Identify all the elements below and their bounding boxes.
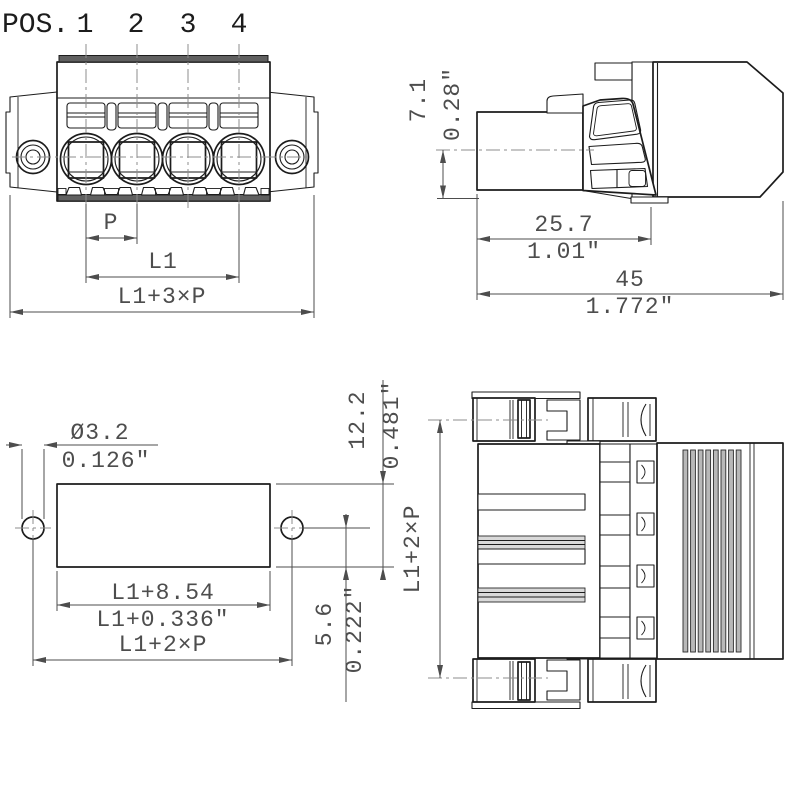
dim-height-mm-label: 7.1 [406,78,432,122]
pos-label: POS. [2,10,69,41]
top-strip-steps [600,461,630,639]
front-top-bar [58,55,269,63]
top-upper-flange [472,397,657,451]
dim-front-depth-mm-label: 25.7 [534,212,593,238]
dim-height-in-label: 0.28" [440,67,466,141]
pos-4-label: 4 [231,10,248,41]
front-left-flange [5,91,58,193]
dim-overall-depth-in-label: 1.772" [586,294,675,320]
footprint-cutout [56,483,271,568]
front-dimensions: P L1 L1+3×P [9,195,315,318]
dim-hole-dia-mm-label: Ø3.2 [70,420,129,446]
dim-center-to-edge-in-label: 0.222" [342,585,368,674]
top-rib-field [682,443,755,659]
dim-overall-width-label: L1+3×P [118,284,207,310]
top-lower-flange [472,649,657,703]
dim-hole-spacing-label: L1+2×P [119,632,208,658]
dim-cutout-width-mm-label: L1+8.54 [111,580,215,606]
front-right-flange [266,91,319,193]
side-dimensions: 7.1 0.28" 25.7 1.01" 45 1.772" [406,67,784,320]
front-centerlines [12,44,310,212]
footprint-dimensions: Ø3.2 0.126" L1+8.54 L1+0.336" L1+2×P 5.6… [6,380,405,702]
top-rear-block [656,442,784,660]
dim-front-depth-in-label: 1.01" [527,239,601,265]
top-body [477,442,784,660]
top-contact-squares [636,460,655,640]
side-rear-housing [652,61,784,198]
top-view: L1+2×P [400,391,784,710]
dim-hole-dia-in-label: 0.126" [62,448,151,474]
dim-center-to-edge-mm-label: 5.6 [312,602,338,646]
pos-3-label: 3 [180,10,197,41]
dim-overall-depth-mm-label: 45 [615,267,645,293]
side-foot [630,196,669,204]
side-view: 7.1 0.28" 25.7 1.01" 45 1.772" [406,61,784,320]
side-latch-tab [546,93,584,114]
dim-pitch-label: P [104,210,119,236]
front-view: POS. 1 2 3 4 P L1 L1+3×P [2,10,319,318]
dim-l1-label: L1 [148,249,178,275]
dim-cutout-height-mm-label: 12.2 [345,390,371,449]
side-bottom-edge [582,189,632,200]
top-lower-latch-block [587,658,657,703]
dim-cutout-width-in-label: L1+0.336" [96,607,229,633]
top-plug-bars [477,493,586,603]
dim-top-hole-spacing-label: L1+2×P [400,505,426,594]
side-latch [582,97,657,196]
front-body [56,61,271,202]
top-dimensions: L1+2×P [400,420,443,678]
top-flange-plate-lower [471,701,581,710]
side-top-step [594,62,633,81]
pos-1-label: 1 [77,10,94,41]
front-bottom-bar [57,194,271,202]
top-upper-latch-block [587,397,657,442]
pos-2-label: 2 [128,10,145,41]
side-plug-barrel [476,111,584,191]
inter-position-slots [57,102,270,196]
terminal-position-3 [161,102,215,196]
top-middle-strip [599,443,631,659]
dim-cutout-height-in-label: 0.481" [379,381,405,470]
footprint-view: Ø3.2 0.126" L1+8.54 L1+0.336" L1+2×P 5.6… [6,380,405,702]
